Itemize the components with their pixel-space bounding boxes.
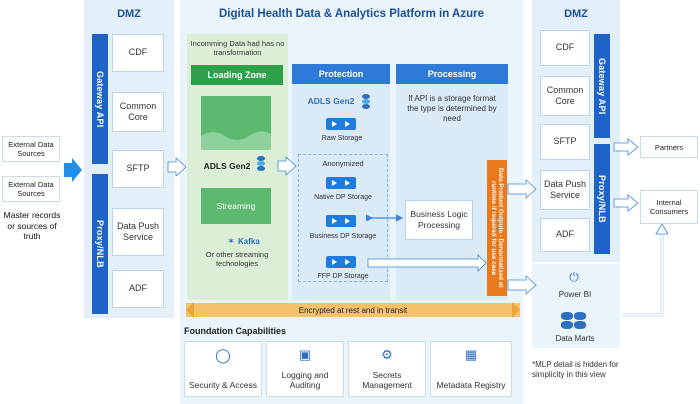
business-dp-storage-label: Business DP Storage [309, 233, 377, 240]
gear-icon: ⚙ [381, 347, 393, 362]
ffp-dp-storage-label: FFP DP Storage [317, 273, 369, 280]
incoming-data-note: Incomming Data had has no transformation [190, 39, 285, 58]
loading-zone-header: Loading Zone [191, 65, 283, 85]
internal-consumers-box: Internal Consumers [640, 190, 698, 224]
external-data-sources-2: External Data Sources [2, 176, 60, 202]
external-data-sources-1: External Data Sources [2, 136, 60, 162]
right-data-push-service-box: Data Push Service [540, 170, 590, 210]
left-gateway-api-bar: Gateway API [92, 34, 108, 164]
streaming-block [201, 188, 271, 224]
foundation-title: Foundation Capabilities [184, 326, 287, 336]
data-marts-icon [561, 312, 587, 330]
business-logic-processing-box: Business Logic Processing [405, 200, 473, 240]
secrets-management-label: Secrets Management [362, 369, 412, 391]
left-gateway-api-label: Gateway API [95, 70, 105, 128]
right-common-core-box: Common Core [540, 76, 590, 116]
kafka-label: Kafka [238, 237, 260, 246]
left-proxy-nlb-label: Proxy/NLB [95, 220, 105, 268]
power-icon: ⏻ [569, 270, 579, 284]
left-cdf-box: CDF [112, 34, 164, 72]
logging-auditing-card: ▣ Logging and Auditing [266, 341, 344, 397]
datamarts-to-internal-arrow [622, 232, 663, 316]
loading-zone-storage-block [201, 96, 271, 150]
security-access-label: Security & Access [188, 380, 258, 391]
right-gateway-api-label: Gateway API [597, 57, 607, 115]
metadata-registry-label: Metadata Registry [436, 380, 506, 391]
shield-icon: ◯ [215, 347, 231, 363]
protection-header: Protection [292, 64, 390, 84]
monitor-check-icon: ▣ [298, 347, 312, 362]
datamarts-to-internal-line [622, 230, 664, 317]
raw-storage-label: Raw Storage [321, 135, 363, 142]
registry-icon: ▦ [464, 347, 478, 362]
streaming-label: Streaming [216, 201, 256, 211]
footnote: *MLP detail is hidden for simplicity in … [532, 360, 619, 379]
data-product-outputs-label: Data Product Outputs - Denormalized at r… [490, 168, 505, 288]
left-common-core-box: Common Core [112, 92, 164, 132]
anonymized-label: Anonymized [322, 159, 364, 168]
data-marts-panel [532, 264, 620, 348]
right-gateway-api-bar: Gateway API [594, 34, 610, 138]
data-marts-label: Data Marts [555, 334, 595, 343]
left-adf-box: ADF [112, 270, 164, 308]
encrypted-band [186, 303, 520, 317]
loading-adls-icon [257, 156, 265, 172]
processing-header: Processing [396, 64, 508, 84]
left-dmz-title: DMZ [117, 8, 141, 20]
left-data-push-service-box: Data Push Service [112, 208, 164, 256]
raw-storage-icon [326, 118, 356, 130]
security-access-card: ◯ Security & Access [184, 341, 262, 397]
loading-adls-gen2-label: ADLS Gen2 [203, 161, 251, 171]
right-proxy-nlb-label: Proxy/NLB [597, 175, 607, 223]
left-proxy-nlb-bar: Proxy/NLB [92, 174, 108, 314]
logging-auditing-label: Logging and Auditing [281, 369, 329, 391]
native-dp-storage-label: Native DP Storage [314, 194, 372, 201]
other-streaming-label: Or other streaming technologies [205, 250, 269, 269]
processing-note: If API is a storage format the type is d… [407, 94, 497, 123]
page-title: Digital Health Data & Analytics Platform… [219, 8, 484, 20]
secrets-management-card: ⚙ Secrets Management [348, 341, 426, 397]
business-dp-storage-icon [326, 215, 356, 227]
left-sftp-box: SFTP [112, 150, 164, 188]
protection-adls-icon [362, 94, 370, 110]
external-big-arrow-icon [64, 158, 82, 182]
right-cdf-box: CDF [540, 30, 590, 66]
kafka-icon: ✶ [227, 236, 235, 246]
power-bi-label: Power BI [558, 290, 592, 299]
native-dp-storage-icon [326, 177, 356, 189]
right-adf-box: ADF [540, 218, 590, 252]
right-sftp-box: SFTP [540, 124, 590, 160]
metadata-registry-card: ▦ Metadata Registry [430, 341, 512, 397]
partners-box: Partners [640, 136, 698, 158]
ffp-dp-storage-icon [326, 256, 356, 268]
right-proxy-nlb-bar: Proxy/NLB [594, 144, 610, 254]
protection-adls-gen2-label: ADLS Gen2 [307, 96, 355, 106]
wave-icon [201, 131, 271, 150]
master-records-note: Master records or sources of truth [3, 210, 61, 242]
data-product-outputs-banner: Data Product Outputs - Denormalized at r… [487, 160, 507, 296]
datamarts-arrowhead-icon [655, 223, 669, 235]
right-dmz-title: DMZ [564, 8, 588, 20]
encrypted-label: Encrypted at rest and in transit [298, 306, 408, 315]
